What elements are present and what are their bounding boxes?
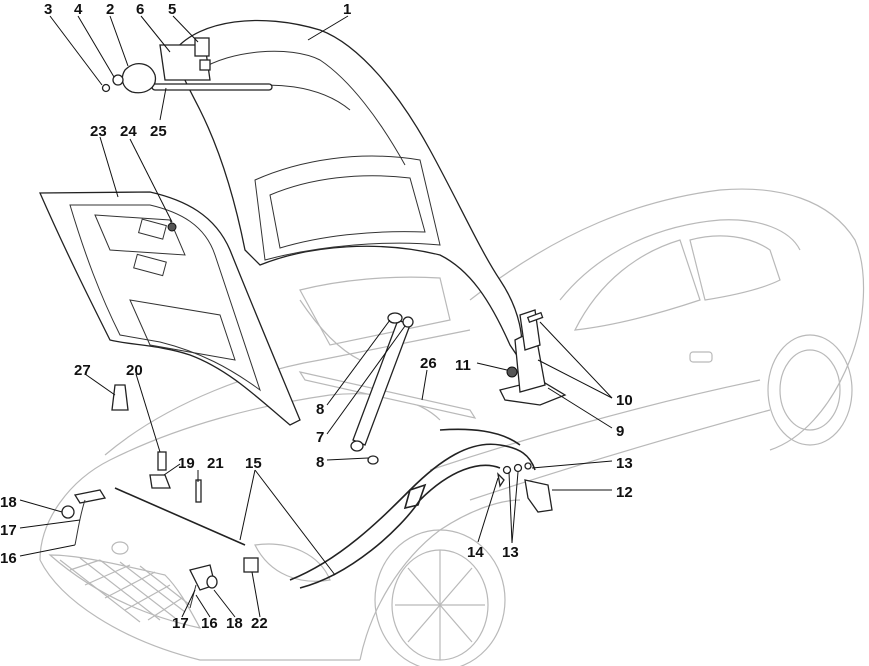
latch-bracket: [499, 309, 567, 406]
callout-5: 5: [168, 1, 176, 18]
callout-6: 6: [136, 1, 144, 18]
leader-lines: [19, 15, 613, 618]
hinge-assembly: [101, 37, 273, 94]
callout-10: 10: [616, 392, 633, 409]
callout-labels: 1 2 3 4 5 6 7 8 8 9 10 11 12 13 13 14 15…: [0, 1, 633, 632]
callout-7: 7: [316, 429, 324, 446]
bonnet-insulation-panel: [39, 191, 301, 426]
callout-21: 21: [207, 455, 224, 472]
car-body-outline: [39, 188, 865, 666]
callout-16-bottom: 16: [201, 615, 218, 632]
callout-2: 2: [106, 1, 114, 18]
callout-9: 9: [616, 423, 624, 440]
callout-8-upper: 8: [316, 401, 324, 418]
callout-27: 27: [74, 362, 91, 379]
release-handle: [497, 462, 553, 513]
callout-1: 1: [343, 1, 351, 18]
front-lock-parts: [61, 222, 259, 609]
callout-13-bottom: 13: [502, 544, 519, 561]
callout-20: 20: [126, 362, 143, 379]
callout-19: 19: [178, 455, 195, 472]
callout-26: 26: [420, 355, 437, 372]
callout-14: 14: [467, 544, 484, 561]
callout-15: 15: [245, 455, 262, 472]
callout-18-bottom: 18: [226, 615, 243, 632]
release-cables: [114, 428, 536, 589]
callout-3: 3: [44, 1, 52, 18]
callout-11: 11: [455, 357, 471, 374]
gas-strut: [350, 312, 414, 465]
callout-16-left: 16: [0, 550, 17, 567]
callout-13-right: 13: [616, 455, 633, 472]
callout-17-bottom: 17: [172, 615, 189, 632]
callout-12: 12: [616, 484, 633, 501]
callout-4: 4: [74, 1, 83, 18]
callout-24: 24: [120, 123, 137, 140]
callout-17-left: 17: [0, 522, 17, 539]
callout-25: 25: [150, 123, 167, 140]
callout-18-left: 18: [0, 494, 17, 511]
callout-22: 22: [251, 615, 268, 632]
callout-23: 23: [90, 123, 107, 140]
callout-8-lower: 8: [316, 454, 324, 471]
